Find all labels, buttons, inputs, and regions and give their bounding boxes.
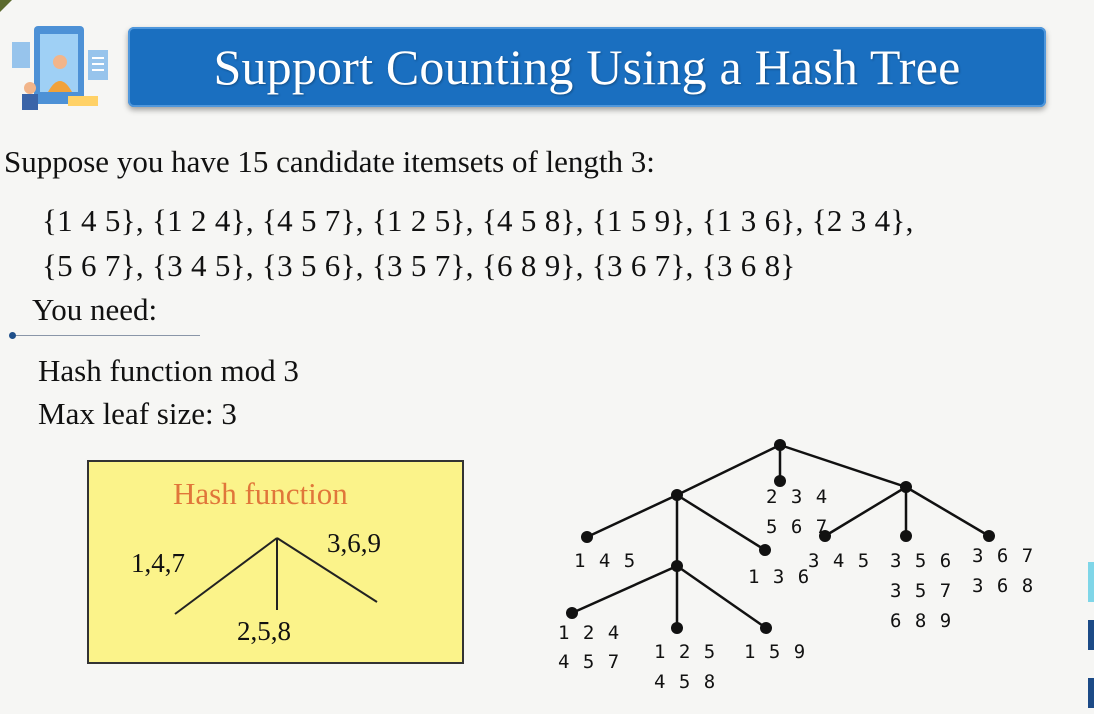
hash-branch-lines: [174, 537, 378, 615]
you-need-heading: You need:: [32, 292, 158, 327]
itemsets-line-2: {5 6 7}, {3 4 5}, {3 5 6}, {3 5 7}, {6 8…: [42, 248, 796, 283]
leaf-124-label-2: 4 5 7: [558, 651, 621, 673]
leaf-125-label-1: 1 2 5: [654, 641, 717, 663]
corner-decoration: [0, 0, 12, 12]
presentation-logo-icon: [8, 22, 116, 114]
leaf-125-label-2: 4 5 8: [654, 671, 717, 693]
hash-branch-right-label: 3,6,9: [327, 528, 381, 558]
leaf-234-label-1: 2 3 4: [766, 486, 829, 508]
heading-underline: [12, 335, 200, 336]
tree-leaf-node: [759, 544, 771, 556]
slide-title: Support Counting Using a Hash Tree: [213, 39, 961, 95]
tree-leaf-node: [760, 622, 772, 634]
tree-leaf-node: [819, 530, 831, 542]
hash-tree-diagram: [566, 439, 995, 634]
hash-box-title: Hash function: [173, 476, 348, 511]
hash-branch-middle-label: 2,5,8: [237, 616, 291, 646]
leaf-367-label-2: 3 6 8: [972, 575, 1035, 597]
leaf-145-label: 1 4 5: [574, 550, 637, 572]
leaf-356-label-1: 3 5 6: [890, 550, 953, 572]
leaf-356-label-2: 3 5 7: [890, 580, 953, 602]
bullet-dot: [9, 332, 16, 339]
leaf-345-label: 3 4 5: [808, 550, 871, 572]
leaf-356-label-3: 6 8 9: [890, 610, 953, 632]
tree-leaf-node: [900, 530, 912, 542]
hash-function-box: Hash function 1,4,7 2,5,8 3,6,9: [87, 460, 464, 664]
leaf-136-label: 1 3 6: [748, 566, 811, 588]
intro-text: Suppose you have 15 candidate itemsets o…: [4, 144, 655, 179]
hash-function-requirement: Hash function mod 3: [38, 353, 299, 388]
leaf-159-label: 1 5 9: [744, 641, 807, 663]
tree-node-left: [671, 489, 683, 501]
leaf-367-label-1: 3 6 7: [972, 545, 1035, 567]
tree-root-node: [774, 439, 786, 451]
hash-branch-left-label: 1,4,7: [131, 548, 185, 578]
leaf-124-label-1: 1 2 4: [558, 622, 621, 644]
itemsets-line-1: {1 4 5}, {1 2 4}, {4 5 7}, {1 2 5}, {4 5…: [42, 203, 914, 238]
tree-leaf-node: [581, 531, 593, 543]
tree-leaf-node: [566, 607, 578, 619]
tree-node-right: [900, 481, 912, 493]
max-leaf-requirement: Max leaf size: 3: [38, 396, 237, 431]
tree-leaf-node: [671, 622, 683, 634]
tree-leaf-node: [774, 475, 786, 487]
leaf-234-label-2: 5 6 7: [766, 516, 829, 538]
tree-leaf-node: [983, 530, 995, 542]
tree-node-left-middle: [671, 560, 683, 572]
title-banner: Support Counting Using a Hash Tree: [128, 27, 1046, 107]
